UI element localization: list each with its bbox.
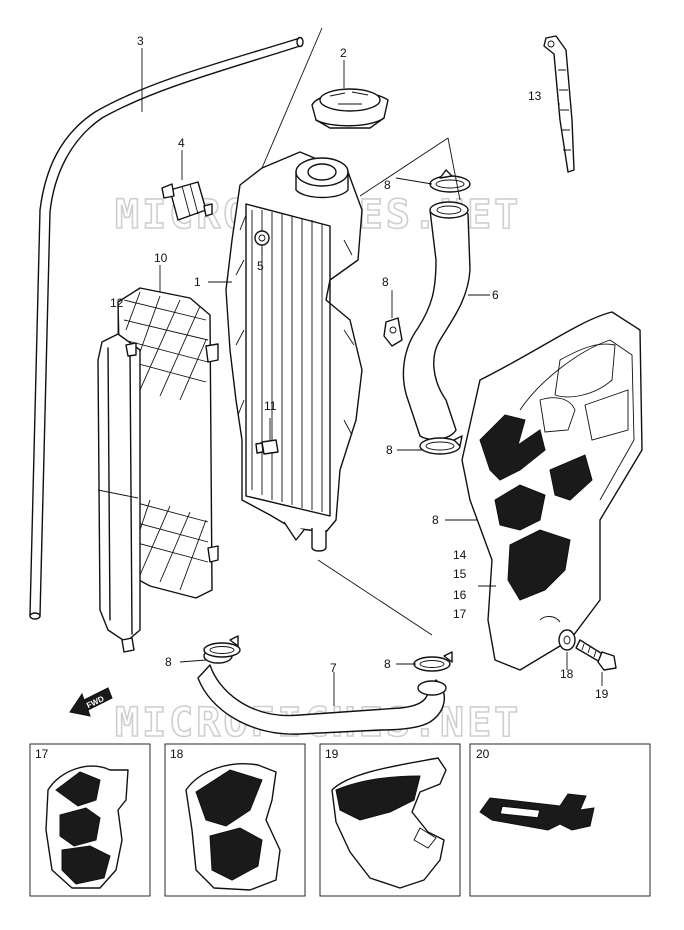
hose-clamp-lower-right xyxy=(413,651,453,672)
callout-20: 17 xyxy=(453,607,467,621)
hose-clamp-mid xyxy=(419,435,463,455)
leader-lines xyxy=(117,27,603,706)
callout-11: 19 xyxy=(595,687,609,701)
inset-box-19: 19 xyxy=(319,743,461,897)
upper-hose xyxy=(402,201,471,441)
callout-14: 11 xyxy=(264,399,277,413)
mount-rubber xyxy=(161,181,213,221)
callout-8-mid: 8 xyxy=(386,443,393,457)
callout-2: 2 xyxy=(340,46,347,60)
inset-box-18: 18 xyxy=(164,743,306,897)
radiator-frame xyxy=(97,333,141,653)
radiator xyxy=(225,151,363,552)
forward-arrow: FWD xyxy=(69,687,113,717)
callout-19: 16 xyxy=(453,588,467,602)
inset-box-17: 17 xyxy=(29,743,151,897)
callout-4: 4 xyxy=(178,136,185,150)
callout-7: 7 xyxy=(330,661,337,675)
inset-18-label: 18 xyxy=(170,747,184,761)
callout-3: 3 xyxy=(137,34,144,48)
callout-5: 5 xyxy=(257,259,264,273)
callout-16: 13 xyxy=(528,89,542,103)
callout-12: 18 xyxy=(560,667,574,681)
callout-1: 1 xyxy=(194,275,201,289)
overflow-tube xyxy=(29,36,304,620)
inset-17-label: 17 xyxy=(35,747,49,761)
inset-19-label: 19 xyxy=(325,747,339,761)
callout-9: 8 xyxy=(432,513,439,527)
inset-20-label: 20 xyxy=(476,747,490,761)
radiator-shroud xyxy=(461,311,643,671)
hose-clamp-upper xyxy=(429,169,471,193)
callout-17: 14 xyxy=(453,548,467,562)
fwd-label: FWD xyxy=(85,694,106,710)
hose-clamp-lower-left xyxy=(203,635,241,658)
washer xyxy=(558,629,576,651)
callout-10: 8 xyxy=(382,275,389,289)
callout-8-top: 8 xyxy=(384,178,391,192)
inset-box-20: 20 xyxy=(469,743,651,897)
callout-13: 10 xyxy=(154,251,168,265)
callout-18: 15 xyxy=(453,567,467,581)
callouts: 3 2 4 1 5 10 12 8 8 6 8 11 8 14 15 16 17… xyxy=(110,34,609,701)
callout-6: 6 xyxy=(492,288,499,302)
callout-15: 12 xyxy=(110,296,124,310)
clip xyxy=(383,317,403,347)
bolt xyxy=(575,639,617,671)
callout-8-lower-left: 8 xyxy=(165,655,172,669)
callout-8-lower-right: 8 xyxy=(384,657,391,671)
radiator-cap xyxy=(311,88,389,129)
